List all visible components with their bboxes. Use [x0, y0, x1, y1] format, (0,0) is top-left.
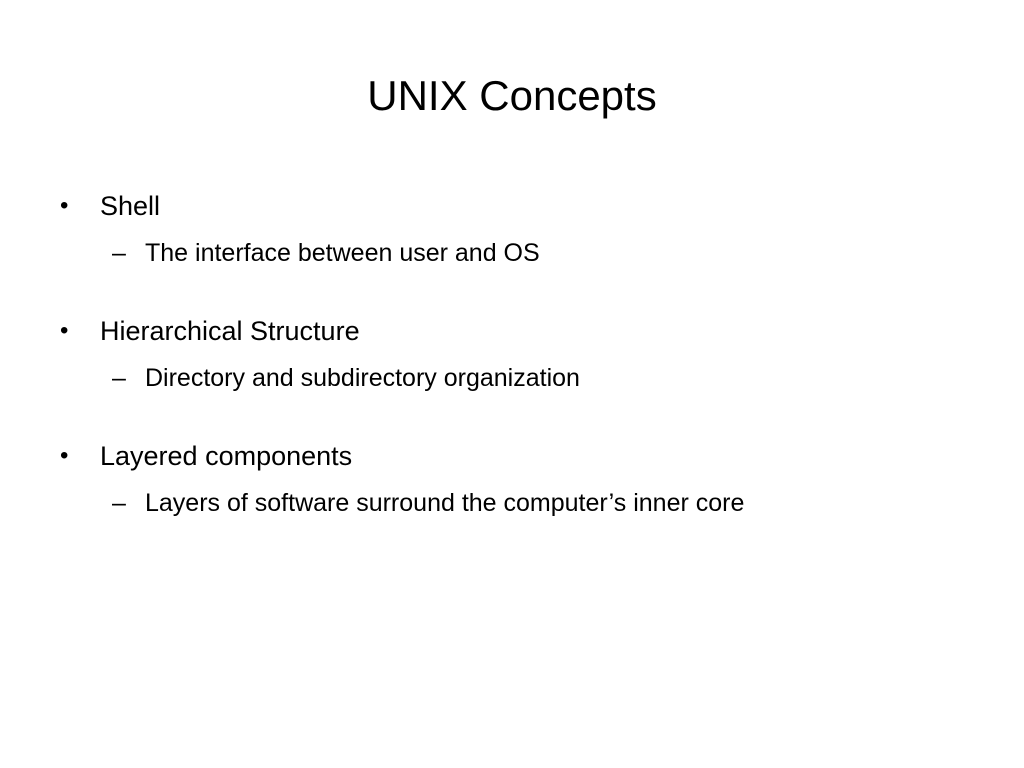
bullet-group-layered-components: • Layered components – Layers of softwar…: [60, 436, 980, 521]
bullet-group-shell: • Shell – The interface between user and…: [60, 186, 980, 271]
bullet-label: Hierarchical Structure: [100, 316, 360, 346]
bullet-item: • Hierarchical Structure: [60, 311, 980, 351]
bullet-label: Shell: [100, 191, 161, 221]
dash-icon: –: [112, 239, 126, 267]
slide-title: UNIX Concepts: [367, 72, 657, 119]
sub-bullet-item: – Directory and subdirectory organizatio…: [60, 360, 980, 396]
bullet-icon: •: [60, 192, 69, 219]
bullet-item: • Layered components: [60, 436, 980, 476]
bullet-item: • Shell: [60, 186, 980, 226]
bullet-label: Layered components: [100, 441, 353, 471]
sub-bullet-label: Layers of software surround the computer…: [145, 489, 745, 517]
sub-bullet-item: – Layers of software surround the comput…: [60, 485, 980, 521]
sub-bullet-item: – The interface between user and OS: [60, 235, 980, 271]
sub-bullet-label: The interface between user and OS: [145, 239, 540, 267]
bullet-icon: •: [60, 317, 69, 344]
dash-icon: –: [112, 489, 126, 517]
bullet-group-hierarchical-structure: • Hierarchical Structure – Directory and…: [60, 311, 980, 396]
bullet-list: • Shell – The interface between user and…: [60, 186, 980, 561]
sub-bullet-label: Directory and subdirectory organization: [145, 364, 580, 392]
dash-icon: –: [112, 364, 126, 392]
bullet-icon: •: [60, 442, 69, 469]
